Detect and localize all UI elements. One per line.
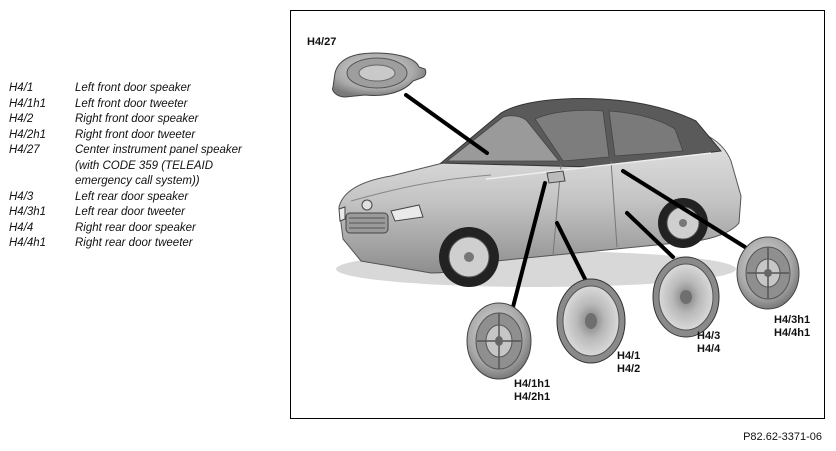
front-wheel — [439, 227, 499, 287]
legend-row: H4/1 Left front door speaker — [9, 81, 279, 97]
legend-row: H4/27 Center instrument panel speaker (w… — [9, 143, 279, 190]
legend-code: H4/1h1 — [9, 97, 47, 110]
grille-bars — [349, 217, 385, 229]
vehicle-illustration — [332, 52, 800, 380]
leader-line-center — [404, 93, 489, 155]
body-highlight — [485, 152, 712, 180]
callout-label: H4/1 — [617, 350, 641, 362]
legend-code: H4/2 — [9, 113, 34, 125]
rear-tweeter — [736, 236, 800, 310]
legend-description: Right front door speaker — [75, 113, 199, 125]
callout-label: H4/1h1 — [514, 378, 551, 390]
legend-row: H4/4 Right rear door speaker — [9, 221, 279, 237]
center-speaker — [332, 52, 427, 98]
front-tweeter — [466, 302, 532, 380]
legend-row: H4/3h1 Left rear door tweeter — [9, 205, 279, 221]
rear-wheel — [658, 198, 708, 248]
legend-description: Left front door speaker — [75, 82, 191, 94]
legend-description: emergency call system)) — [75, 175, 200, 187]
callout-label: H4/27 — [307, 36, 337, 48]
leader-line-rear-speaker — [625, 211, 675, 259]
legend-row: H4/3 Left rear door speaker — [9, 190, 279, 206]
callout-label: H4/2 — [617, 363, 641, 375]
callout-label: H4/3h1 — [774, 314, 811, 326]
leader-lines — [404, 93, 747, 309]
legend-row: H4/1h1 Left front door tweeter — [9, 97, 279, 113]
callout-label: H4/4 — [697, 343, 721, 355]
car-windshield — [445, 115, 560, 162]
hood-line — [350, 174, 492, 202]
legend-description: Right rear door tweeter — [75, 237, 193, 249]
legend-code: H4/1 — [9, 82, 34, 94]
figure-reference: P82.62-3371-06 — [743, 431, 822, 443]
callout-rear-tweeter: H4/3h1 H4/4h1 — [774, 314, 810, 340]
leader-line-rear-tweeter — [621, 169, 747, 249]
rear-door-speaker — [652, 256, 720, 338]
headlight — [338, 206, 346, 222]
legend-code: H4/27 — [9, 144, 40, 156]
car-emblem — [361, 199, 373, 211]
callout-center-speaker: H4/27 — [307, 36, 336, 49]
component-legend: H4/1 Left front door speaker H4/1h1 Left… — [9, 81, 279, 252]
callout-label: H4/2h1 — [514, 391, 551, 403]
callout-label: H4/3 — [697, 330, 721, 342]
callout-rear-speaker: H4/3 H4/4 — [697, 330, 720, 356]
callout-front-speaker: H4/1 H4/2 — [617, 350, 640, 376]
legend-code: H4/4 — [9, 221, 34, 234]
legend-row: H4/2h1 Right front door tweeter — [9, 128, 279, 144]
legend-code: H4/3h1 — [9, 206, 47, 218]
legend-description: (with CODE 359 (TELEAID — [75, 159, 214, 172]
callout-front-tweeter: H4/1h1 H4/2h1 — [514, 378, 550, 404]
legend-row: H4/4h1 Right rear door tweeter — [9, 236, 279, 252]
front-door-speaker — [556, 278, 626, 364]
legend-code: H4/4h1 — [9, 237, 47, 249]
leader-line-front-speaker — [555, 221, 589, 285]
legend-description: Right rear door speaker — [75, 221, 196, 234]
legend-code: H4/2h1 — [9, 128, 47, 141]
legend-row: H4/2 Right front door speaker — [9, 112, 279, 128]
car-rear-window — [608, 110, 684, 157]
headlight — [390, 204, 424, 222]
side-mirror — [546, 170, 566, 184]
legend-description: Center instrument panel speaker — [75, 144, 242, 156]
car-front-window — [534, 109, 610, 162]
legend-code: H4/3 — [9, 190, 34, 203]
callout-label: H4/4h1 — [774, 327, 811, 339]
leader-line-front-tweeter — [511, 181, 547, 309]
legend-description: Left front door tweeter — [75, 97, 188, 110]
legend-description: Left rear door speaker — [75, 190, 189, 203]
diagram-frame: H4/27 H4/1h1 H4/2h1 H4/1 H4/2 H4/3 H4/4 … — [290, 10, 825, 419]
door-seam — [610, 160, 618, 248]
legend-description: Left rear door tweeter — [75, 206, 185, 218]
legend-description: Right front door tweeter — [75, 128, 196, 141]
